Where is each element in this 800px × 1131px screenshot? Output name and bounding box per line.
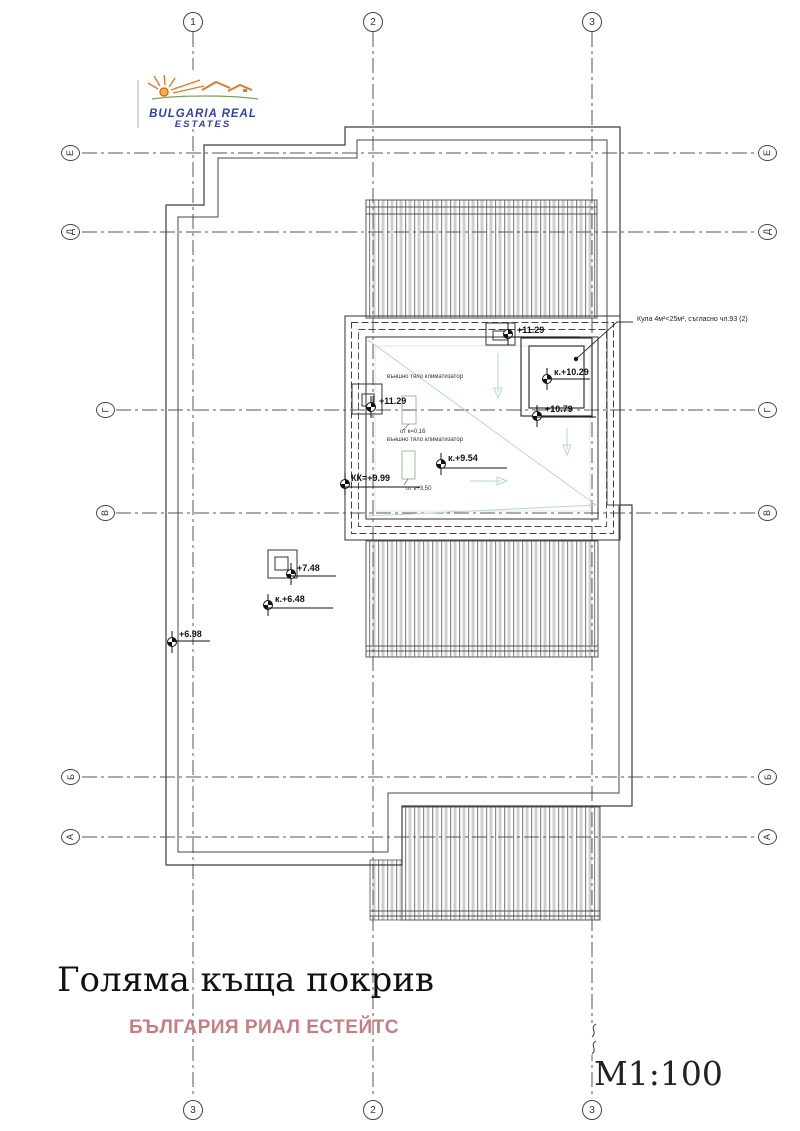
- chimney-mid: [267, 549, 298, 579]
- grid-row-g-right: Г: [758, 402, 777, 418]
- grid-row-v-left: В: [96, 505, 115, 521]
- elevation-label-k1029: к.+10.29: [554, 367, 589, 377]
- grid-row-d-right: Д: [758, 224, 777, 240]
- elevation-label-k648: к.+6.48: [275, 594, 305, 604]
- drainage-lines: [367, 339, 597, 517]
- agency-watermark: БЪЛГАРИЯ РИАЛ ЕСТЕЙТС: [129, 1017, 399, 1038]
- ac-unit-note-2: външно тяло климатизатор: [387, 437, 464, 443]
- elevation-label-kk999: КК=+9.99: [351, 473, 391, 483]
- ac-sub-note-2: от к+3,50: [406, 486, 432, 492]
- ac-sub-note-1: от к=0,16: [400, 429, 426, 435]
- drawing-scale: M1:100: [594, 1054, 723, 1093]
- tower-roof-block: [344, 315, 621, 541]
- grid-row-a-left: А: [61, 829, 80, 845]
- grid-row-e-left: Е: [61, 145, 80, 161]
- building-outline: [137, 80, 633, 866]
- tower-note: Кула 4м²<25м², съгласно чл.93 (2): [637, 316, 748, 323]
- grid-row-e-right: Е: [758, 145, 777, 161]
- grid-col-2-bottom: 2: [363, 1100, 383, 1120]
- terrace-hatch-bottom: [369, 806, 601, 921]
- grid-row-g-left: Г: [96, 402, 115, 418]
- ac-unit-note-1: външно тяло климатизатор: [387, 374, 464, 380]
- ac-units: [401, 395, 417, 486]
- logo-sun-house-art: [147, 74, 259, 100]
- pergola-hatch-top: [365, 199, 598, 319]
- elevation-label-k954: к.+9.54: [448, 453, 478, 463]
- grid-row-b-left: Б: [61, 769, 80, 785]
- grid-row-v-right: В: [758, 505, 777, 521]
- elevation-label-1129-left: +11.29: [379, 396, 407, 406]
- elevation-label-1079: +10.79: [545, 404, 573, 414]
- grid-row-b-right: Б: [758, 769, 777, 785]
- tower-skylight: [520, 337, 593, 417]
- grid-col-3-top: 3: [582, 12, 602, 32]
- grid-row-a-right: А: [758, 829, 777, 845]
- company-logo: BULGARIA REAL ESTATES: [140, 70, 266, 130]
- tower-note-leader: [573, 321, 633, 362]
- elevation-markers: [167, 323, 596, 653]
- grid-col-3-bottom: 3: [582, 1100, 602, 1120]
- drawing-title: Голяма къща покрив: [57, 960, 435, 1000]
- grid-row-d-left: Д: [61, 224, 80, 240]
- grid-col-1-bottom: 3: [183, 1100, 203, 1120]
- gridline-break-symbol: [586, 1023, 598, 1055]
- grid-col-1-top: 1: [183, 12, 203, 32]
- logo-text-line1: BULGARIA REAL: [149, 108, 257, 120]
- elevation-label-1129-top: +11.29: [517, 325, 545, 335]
- grid-col-2-top: 2: [363, 12, 383, 32]
- elevation-label-748: +7.48: [297, 563, 320, 573]
- pergola-hatch-bottom: [365, 540, 599, 658]
- logo-text-line2: ESTATES: [174, 119, 232, 130]
- elevation-label-698: +6.98: [179, 629, 202, 639]
